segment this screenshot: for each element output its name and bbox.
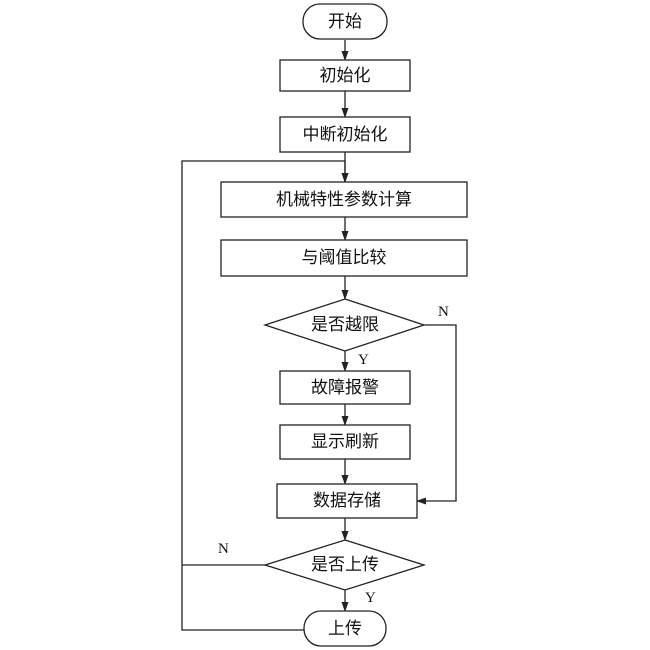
store-box (276, 483, 418, 519)
upload-label: 上传 (328, 619, 362, 639)
upload-yes-mark: Y (365, 590, 376, 606)
upload-no-mark: N (218, 541, 229, 557)
compare-label: 与阈值比较 (302, 248, 387, 268)
calc-label: 机械特性参数计算 (276, 190, 412, 210)
alarm-label: 故障报警 (311, 378, 379, 398)
start-terminal (302, 3, 388, 40)
init-label: 初始化 (320, 66, 371, 86)
over-limit-decision (262, 298, 427, 352)
upload-question-label: 是否上传 (311, 555, 379, 575)
over-limit-no-mark: N (438, 304, 449, 320)
calc-box (220, 181, 468, 218)
init-box (279, 59, 411, 92)
upload-decision (262, 539, 427, 591)
over-limit-label: 是否越限 (311, 315, 379, 335)
store-label: 数据存储 (313, 491, 381, 511)
arrow-overlimit-no-to-store (416, 324, 457, 505)
interrupt-init-label: 中断初始化 (303, 125, 388, 145)
alarm-box (279, 370, 411, 405)
refresh-label: 显示刷新 (311, 432, 379, 452)
start-label: 开始 (328, 12, 362, 32)
interrupt-init-box (279, 116, 411, 153)
compare-box (220, 239, 468, 277)
upload-terminal (303, 610, 387, 647)
refresh-box (279, 424, 411, 460)
arrow-upload-loop-back (181, 160, 349, 631)
over-limit-yes-mark: Y (358, 352, 369, 368)
